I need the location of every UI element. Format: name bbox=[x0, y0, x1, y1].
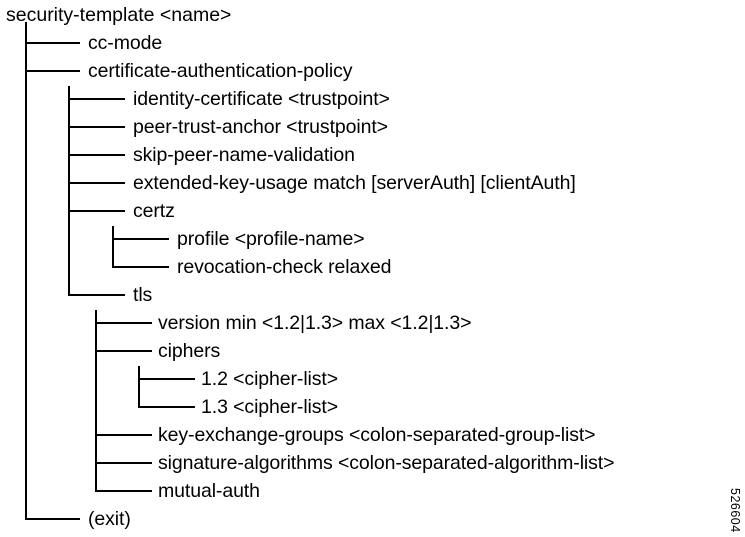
tree-node-label: peer-trust-anchor <trustpoint> bbox=[133, 116, 388, 138]
tree-connector-horizontal bbox=[138, 406, 195, 408]
tree-node-label: key-exchange-groups <colon-separated-gro… bbox=[158, 424, 596, 446]
tree-node-label: 1.2 <cipher-list> bbox=[201, 368, 339, 390]
tree-connector-vertical bbox=[25, 22, 27, 519]
tree-connector-vertical bbox=[68, 86, 70, 295]
tree-node-label: revocation-check relaxed bbox=[177, 256, 392, 278]
tree-node-label: cc-mode bbox=[88, 32, 163, 54]
tree-root-label: security-template <name> bbox=[6, 4, 232, 26]
tree-connector-horizontal bbox=[112, 238, 169, 240]
tree-connector-horizontal bbox=[25, 518, 80, 520]
tree-node-label: certificate-authentication-policy bbox=[88, 60, 353, 82]
figure-id-label: 526604 bbox=[728, 488, 742, 533]
tree-connector-vertical bbox=[112, 226, 114, 267]
tree-connector-horizontal bbox=[112, 266, 169, 268]
tree-connector-horizontal bbox=[68, 98, 125, 100]
tree-connector-horizontal bbox=[95, 462, 152, 464]
tree-connector-horizontal bbox=[68, 126, 125, 128]
tree-node-label: 1.3 <cipher-list> bbox=[201, 396, 339, 418]
tree-node-label: certz bbox=[133, 200, 175, 222]
tree-connector-horizontal bbox=[25, 70, 80, 72]
tree-connector-horizontal bbox=[68, 210, 125, 212]
tree-connector-horizontal bbox=[138, 378, 195, 380]
tree-node-label: version min <1.2|1.3> max <1.2|1.3> bbox=[158, 312, 472, 334]
tree-node-label: signature-algorithms <colon-separated-al… bbox=[158, 452, 615, 474]
tree-node-label: mutual-auth bbox=[158, 480, 260, 502]
tree-node-label: (exit) bbox=[88, 508, 131, 530]
tree-connector-vertical bbox=[95, 310, 97, 491]
tree-connector-horizontal bbox=[68, 294, 125, 296]
tree-connector-horizontal bbox=[25, 42, 80, 44]
tree-node-label: tls bbox=[133, 284, 153, 306]
tree-connector-horizontal bbox=[95, 350, 152, 352]
tree-node-label: identity-certificate <trustpoint> bbox=[133, 88, 390, 110]
tree-connector-horizontal bbox=[95, 434, 152, 436]
tree-node-label: ciphers bbox=[158, 340, 221, 362]
tree-connector-horizontal bbox=[95, 490, 152, 492]
tree-connector-horizontal bbox=[68, 154, 125, 156]
tree-connector-vertical bbox=[138, 366, 140, 407]
tree-connector-horizontal bbox=[68, 182, 125, 184]
tree-node-label: skip-peer-name-validation bbox=[133, 144, 355, 166]
tree-node-label: profile <profile-name> bbox=[177, 228, 365, 250]
tree-node-label: extended-key-usage match [serverAuth] [c… bbox=[133, 172, 576, 194]
tree-connector-horizontal bbox=[95, 322, 152, 324]
